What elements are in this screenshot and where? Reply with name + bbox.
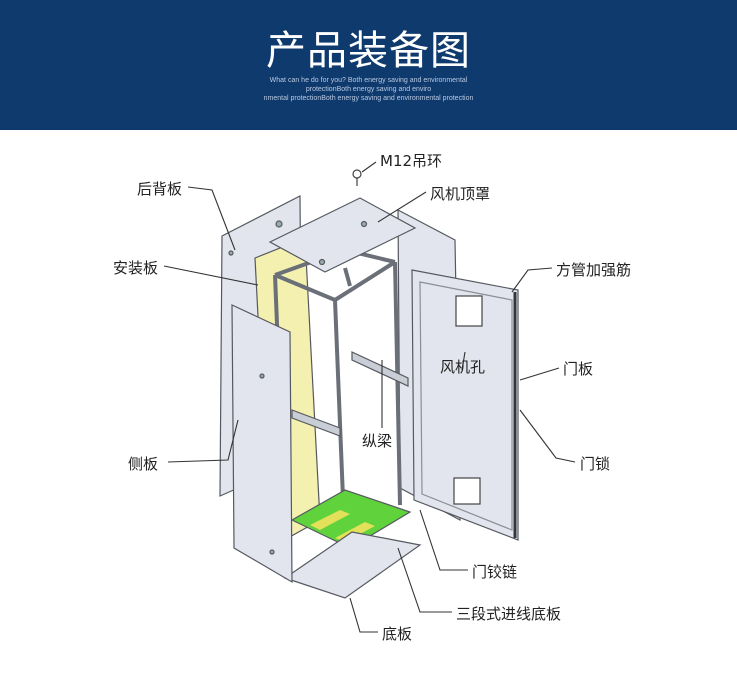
label-fan-hole: 风机孔	[440, 358, 486, 376]
subtitle-line: What can he do for you? Both energy savi…	[269, 77, 468, 84]
label-hoist-ring: M12吊环	[380, 152, 443, 170]
base-green-shape	[290, 489, 412, 549]
label-longitudinal-beam: 纵梁	[362, 432, 393, 450]
label-mounting-plate: 安装板	[113, 259, 159, 277]
label-door-hinge: 门铰链	[472, 563, 518, 581]
subtitle-line: nmental protectionBoth energy saving and…	[263, 95, 474, 102]
label-door-lock: 门锁	[580, 455, 611, 473]
fan-hole-bottom	[453, 477, 481, 505]
label-fan-top-cover: 风机顶罩	[430, 185, 491, 203]
fan-hole-top	[455, 295, 483, 327]
hoist-ring-shape	[352, 169, 362, 179]
label-square-tube: 方管加强筋	[556, 261, 632, 279]
label-cable-entry-base: 三段式进线底板	[456, 605, 562, 623]
beam-shape	[351, 351, 409, 387]
header-banner: 产品装备图 What can he do for you? Both energ…	[0, 0, 737, 130]
label-side-panel: 侧板	[128, 455, 159, 473]
bottom-plate-shape	[283, 531, 422, 599]
label-back-panel: 后背板	[137, 180, 183, 198]
door-panel-shape	[411, 269, 519, 541]
page-title: 产品装备图	[266, 28, 471, 74]
subtitle-line: protectionBoth energy saving and enviro	[305, 86, 432, 93]
side-panel-shape	[231, 304, 293, 584]
label-door-panel: 门板	[563, 360, 594, 378]
label-bottom-plate: 底板	[382, 625, 413, 643]
top-cover-shape	[268, 197, 417, 273]
